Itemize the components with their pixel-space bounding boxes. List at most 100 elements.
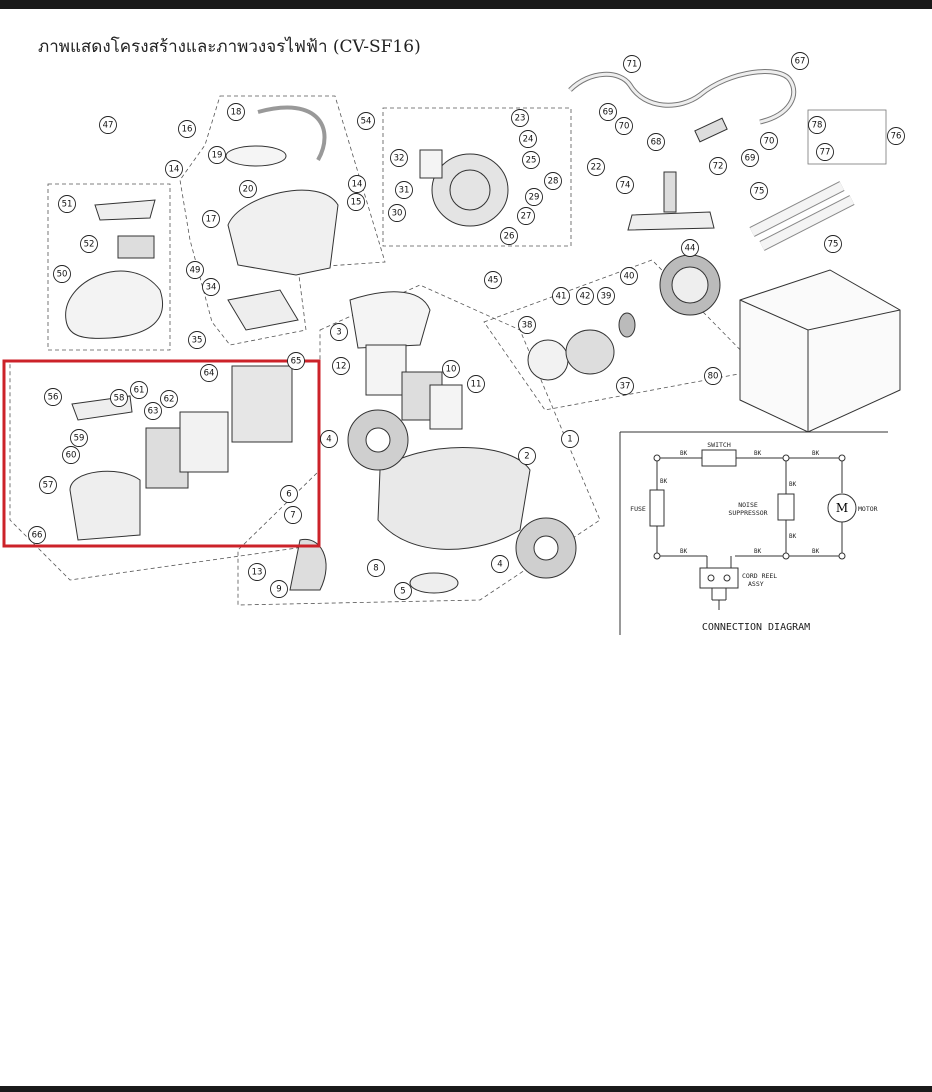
callout-number: 62 bbox=[164, 395, 175, 405]
callout-number: 41 bbox=[556, 292, 567, 302]
part-callout-p3: 3 bbox=[330, 323, 348, 341]
callout-number: 22 bbox=[591, 163, 602, 173]
callout-number: 30 bbox=[392, 209, 403, 219]
wire-color-bottom-right: BK bbox=[812, 548, 820, 555]
part-callout-p38: 38 bbox=[518, 316, 536, 334]
callout-circle bbox=[599, 103, 617, 121]
part-callout-p45: 45 bbox=[484, 271, 502, 289]
part-callout-p2: 2 bbox=[518, 447, 536, 465]
callout-number: 2 bbox=[524, 452, 529, 462]
part-callout-p11: 11 bbox=[467, 375, 485, 393]
callout-number: 31 bbox=[399, 186, 410, 196]
cord-reel-label-2: ASSY bbox=[748, 580, 764, 588]
callout-circle bbox=[287, 352, 305, 370]
callout-circle bbox=[808, 116, 826, 134]
part-callout-p62: 62 bbox=[160, 390, 178, 408]
part-callout-p19: 19 bbox=[208, 146, 226, 164]
callout-number: 71 bbox=[627, 60, 638, 70]
callout-number: 29 bbox=[529, 193, 540, 203]
callout-number: 4 bbox=[326, 435, 331, 445]
callout-circle bbox=[616, 377, 634, 395]
part-callout-p35: 35 bbox=[188, 331, 206, 349]
part-callout-p67: 67 bbox=[791, 52, 809, 70]
part-callout-p13: 13 bbox=[248, 563, 266, 581]
callout-circle bbox=[248, 563, 266, 581]
wire-color-fuse: BK bbox=[660, 478, 668, 485]
callout-number: 56 bbox=[48, 393, 59, 403]
part-callout-p15: 15 bbox=[347, 193, 365, 211]
callout-circle bbox=[824, 235, 842, 253]
callout-circle bbox=[160, 390, 178, 408]
callout-number: 54 bbox=[361, 117, 372, 127]
part-callout-p34: 34 bbox=[202, 278, 220, 296]
callout-number: 66 bbox=[32, 531, 43, 541]
callout-number: 42 bbox=[580, 292, 591, 302]
part-callout-p41: 41 bbox=[552, 287, 570, 305]
callout-circle bbox=[681, 239, 699, 257]
part-callout-p37: 37 bbox=[616, 377, 634, 395]
callout-circle bbox=[597, 287, 615, 305]
callout-circle bbox=[188, 331, 206, 349]
callout-circle bbox=[544, 172, 562, 190]
callout-circle bbox=[816, 143, 834, 161]
part-callout-p9: 9 bbox=[270, 580, 288, 598]
motor-symbol: M bbox=[836, 501, 848, 515]
callout-number: 52 bbox=[84, 240, 95, 250]
callout-number: 7 bbox=[290, 511, 295, 521]
callout-number: 9 bbox=[276, 585, 281, 595]
part-callout-p42: 42 bbox=[576, 287, 594, 305]
callout-number: 11 bbox=[471, 380, 482, 390]
part-callout-p64: 64 bbox=[200, 364, 218, 382]
callout-number: 70 bbox=[764, 137, 775, 147]
callout-number: 15 bbox=[351, 198, 362, 208]
callout-circle bbox=[525, 188, 543, 206]
bottom-black-bar bbox=[0, 1086, 932, 1092]
callout-number: 38 bbox=[522, 321, 533, 331]
part-callout-p63: 63 bbox=[144, 402, 162, 420]
part-callout-p10: 10 bbox=[442, 360, 460, 378]
part-callout-p50: 50 bbox=[53, 265, 71, 283]
connection-diagram-caption: CONNECTION DIAGRAM bbox=[702, 622, 810, 633]
callout-circle bbox=[576, 287, 594, 305]
part-callout-p16: 16 bbox=[178, 120, 196, 138]
callout-number: 10 bbox=[446, 365, 457, 375]
part-callout-p6: 6 bbox=[280, 485, 298, 503]
wire-color-top-right: BK bbox=[812, 450, 820, 457]
callout-number: 3 bbox=[336, 328, 341, 338]
callout-circle bbox=[208, 146, 226, 164]
part-callout-p12: 12 bbox=[332, 357, 350, 375]
part-callout-p47: 47 bbox=[99, 116, 117, 134]
part-callout-p69a: 69 bbox=[599, 103, 617, 121]
wire-color-top-mid: BK bbox=[754, 450, 762, 457]
callout-number: 58 bbox=[114, 394, 125, 404]
callout-number: 32 bbox=[394, 154, 405, 164]
callout-number: 17 bbox=[206, 215, 217, 225]
part-callout-p26: 26 bbox=[500, 227, 518, 245]
callout-number: 8 bbox=[373, 564, 378, 574]
callout-circle bbox=[202, 210, 220, 228]
part-callout-p69b: 69 bbox=[741, 149, 759, 167]
part-callout-p7: 7 bbox=[284, 506, 302, 524]
callout-circle bbox=[467, 375, 485, 393]
part-callout-p58: 58 bbox=[110, 389, 128, 407]
callout-circle bbox=[58, 195, 76, 213]
callout-number: 64 bbox=[204, 369, 215, 379]
callout-circle bbox=[518, 316, 536, 334]
callout-number: 13 bbox=[252, 568, 263, 578]
callout-number: 23 bbox=[515, 114, 526, 124]
callout-number: 77 bbox=[820, 148, 831, 158]
switch-label: SWITCH bbox=[707, 441, 731, 449]
callout-circle bbox=[887, 127, 905, 145]
callout-number: 24 bbox=[523, 135, 534, 145]
callout-circle bbox=[357, 112, 375, 130]
part-callout-p57: 57 bbox=[39, 476, 57, 494]
callout-circle bbox=[53, 265, 71, 283]
part-callout-p75a: 75 bbox=[750, 182, 768, 200]
callout-number: 19 bbox=[212, 151, 223, 161]
callout-number: 39 bbox=[601, 292, 612, 302]
callout-number: 35 bbox=[192, 336, 203, 346]
callout-circle bbox=[394, 582, 412, 600]
callout-circle bbox=[561, 430, 579, 448]
callout-circle bbox=[709, 157, 727, 175]
part-callout-p44: 44 bbox=[681, 239, 699, 257]
